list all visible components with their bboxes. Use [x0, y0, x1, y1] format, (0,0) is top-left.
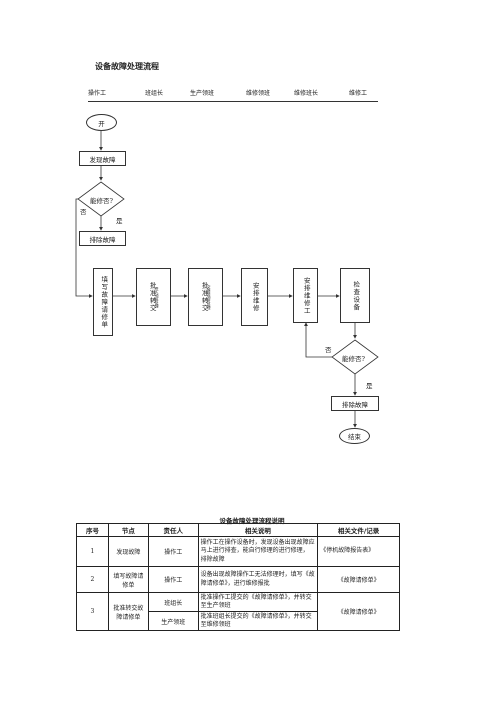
row-owner: 生产领班 [147, 611, 199, 632]
decision-1-label: 能修否? [90, 197, 113, 205]
lane-maintenance-foreman: 维修领班 [246, 90, 271, 97]
swimlane-header: 操作工 班组长 生产领班 维修领班 维修班长 维修工 [88, 88, 378, 102]
col-header-owner: 责任人 [147, 523, 199, 537]
row-doc: 《故障请修单》 [317, 566, 400, 593]
row-node: 发现故障 [107, 536, 149, 567]
approve-box-2-label: 批准转交 [200, 282, 209, 312]
table-title: 设备故障处理流程说明 [219, 517, 285, 525]
row-desc: 设备出现故障操作工无法修理时，填写《故障请修单》，进行维修报批 [197, 566, 319, 593]
decision-1-yes: 是 [116, 217, 123, 225]
end-node: 结束 [339, 428, 370, 444]
decision-2-label: 能修否? [342, 355, 365, 363]
fix-fault-box-2: 排除故障 [331, 396, 379, 411]
col-header-desc: 相关说明 [197, 523, 319, 537]
approve-box-2-note: 交维修领班处理 [207, 284, 212, 310]
fix-fault-box-1: 排除故障 [79, 231, 126, 246]
check-equipment-box: 检查设备 [340, 268, 370, 323]
table-header-row: 序号 节点 责任人 相关说明 相关文件/记录 [76, 523, 400, 537]
row-owner: 操作工 [147, 566, 199, 593]
lane-production-foreman: 生产领班 [190, 90, 215, 97]
row-owner: 操作工 [147, 536, 199, 567]
lane-maintenance-leader: 维修班长 [294, 90, 319, 97]
decision-2-no: 否 [325, 346, 332, 354]
table-row: 1 发现故障 操作工 操作工在操作设备时，发现设备出现故障应马上进行排查，能自行… [76, 536, 400, 567]
decision-1-no: 否 [80, 208, 87, 216]
process-description-table: 序号 节点 责任人 相关说明 相关文件/记录 1 发现故障 操作工 操作工在操作… [76, 523, 400, 632]
approve-box-1-note: 进入领班处理 [155, 286, 160, 308]
arrange-repair-box: 安排维修 [241, 268, 268, 326]
page-title: 设备故障处理流程 [95, 62, 159, 71]
col-header-doc: 相关文件/记录 [317, 523, 400, 537]
table-row: 3 批准转交故障请修单 班组长 批准操作工提交的《故障请修单》，并转交至生产领班… [76, 591, 400, 632]
row-desc: 批准操作工提交的《故障请修单》，并转交至生产领班 [197, 591, 319, 613]
row-owner: 班组长 [147, 591, 199, 613]
row-node: 批准转交故障请修单 [107, 591, 149, 632]
table-row: 生产领班 批准班组长提交的《故障请修单》，并转交至维修领班 [77, 611, 400, 632]
col-header-node: 节点 [107, 523, 149, 537]
row-doc: 《故障请修单》 [317, 591, 400, 632]
arrange-worker-box: 安排维修工 [293, 268, 318, 323]
row-no: 1 [76, 536, 109, 567]
row-node: 填写故障请修单 [107, 566, 149, 593]
row-desc: 批准班组长提交的《故障请修单》，并转交至维修领班 [197, 611, 319, 632]
start-node: 开 [86, 114, 117, 131]
row-no: 2 [76, 566, 109, 593]
row-doc: 《停机故障报告表》 [317, 536, 400, 567]
lane-team-leader: 班组长 [145, 90, 164, 97]
approve-box-2: 批准转交 交维修领班处理 [188, 268, 223, 326]
fill-request-box: 填写故障请修单 [93, 268, 113, 336]
lane-operator: 操作工 [88, 90, 107, 97]
row-desc: 操作工在操作设备时，发现设备出现故障应马上进行排查，能自行修理的进行修理， 排除… [197, 536, 319, 567]
decision-2-yes: 是 [366, 382, 373, 390]
lane-maintenance-worker: 维修工 [349, 90, 368, 97]
discover-fault-box: 发现故障 [79, 151, 126, 166]
row-no: 3 [76, 591, 109, 632]
table-row: 2 填写故障请修单 操作工 设备出现故障操作工无法修理时，填写《故障请修单》，进… [76, 566, 400, 593]
approve-box-1-label: 批准转交 [148, 282, 157, 312]
approve-box-1: 批准转交 进入领班处理 [136, 268, 171, 326]
swimlane-divider [88, 101, 378, 102]
flow-connectors [75, 131, 379, 428]
col-header-no: 序号 [76, 523, 109, 537]
